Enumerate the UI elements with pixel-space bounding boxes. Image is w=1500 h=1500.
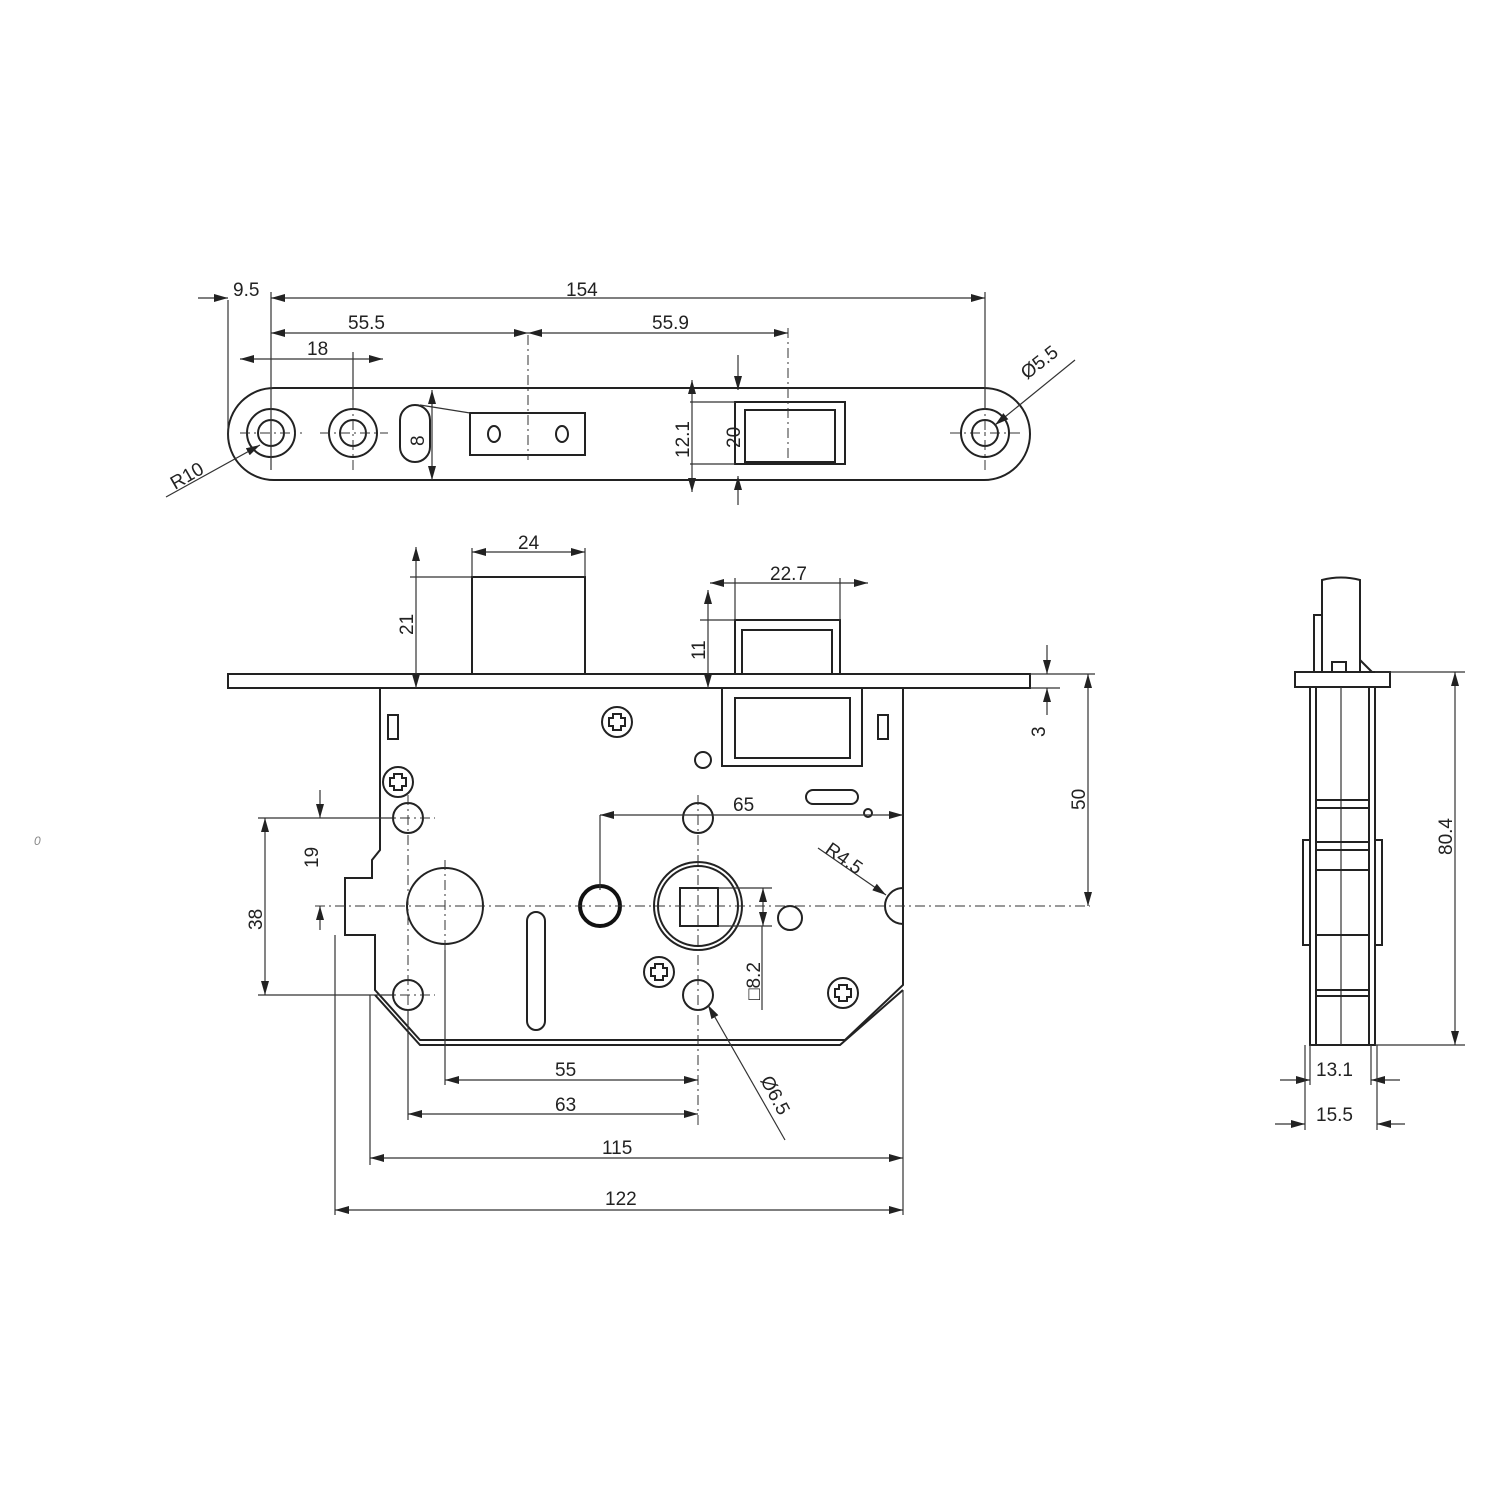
dim-dia-6-5: Ø6.5	[756, 1072, 794, 1118]
dim-122: 122	[605, 1189, 637, 1210]
spring-icon	[694, 751, 712, 769]
screw-icon	[382, 766, 414, 798]
front-view: 24 22.7 21 11 3 50 65 R4.5 19 38 □8.2 Ø6…	[227, 533, 1095, 1215]
bolt-opening	[734, 328, 846, 465]
side-faceplate	[1294, 671, 1391, 688]
deadbolt	[471, 576, 586, 675]
latch-opening	[469, 335, 586, 460]
slot-small	[805, 789, 859, 805]
hole-small	[777, 905, 803, 931]
dim-80-4: 80.4	[1436, 818, 1457, 855]
faceplate-view: 9.5 154 55.5 55.9 18 8 12.1 20 R10 Ø5.5	[165, 280, 1076, 505]
dim-13-1: 13.1	[1316, 1060, 1353, 1081]
dim-63: 63	[555, 1095, 576, 1116]
faceplate-outline	[227, 387, 1031, 481]
screw-icon	[827, 977, 859, 1009]
slot-oval	[399, 404, 431, 463]
screw-icon	[643, 956, 675, 988]
dim-154: 154	[566, 280, 598, 301]
dim-15-5: 15.5	[1316, 1105, 1353, 1126]
guide-slot	[526, 911, 546, 1031]
side-body	[1309, 686, 1376, 1046]
dim-55-5: 55.5	[348, 313, 385, 334]
dim-24: 24	[518, 533, 540, 554]
latch-housing	[721, 687, 863, 767]
screw-hole-second	[320, 400, 388, 470]
dim-55: 55	[555, 1060, 576, 1081]
screw-icon	[601, 706, 633, 738]
dim-115: 115	[602, 1138, 632, 1159]
side-bolt	[1321, 576, 1361, 672]
dim-50: 50	[1069, 789, 1090, 810]
dim-22-7: 22.7	[770, 564, 807, 585]
stray-mark: 0	[34, 834, 41, 848]
dim-18: 18	[307, 339, 328, 360]
dim-8: 8	[408, 435, 429, 446]
dim-12-1: 12.1	[673, 421, 694, 458]
dim-21: 21	[397, 614, 418, 635]
dim-55-9: 55.9	[652, 313, 689, 334]
screw-hole-right	[950, 400, 1020, 470]
dim-sq-8-2: □8.2	[744, 962, 765, 1000]
dim-r4-5: R4.5	[821, 839, 866, 879]
dim-r10: R10	[167, 459, 208, 495]
dim-19: 19	[302, 847, 323, 868]
dim-20: 20	[724, 427, 745, 448]
dim-38: 38	[246, 909, 267, 930]
front-faceplate	[227, 673, 1031, 689]
dim-3: 3	[1029, 726, 1050, 737]
dim-9-5: 9.5	[233, 280, 259, 301]
lock-case-outline	[344, 687, 904, 1041]
dim-11: 11	[689, 640, 710, 660]
latch-bolt	[734, 619, 841, 675]
side-view: 80.4 13.1 15.5	[1275, 576, 1465, 1130]
dim-65: 65	[733, 795, 754, 816]
dim-dia-5-5: Ø5.5	[1017, 342, 1062, 384]
